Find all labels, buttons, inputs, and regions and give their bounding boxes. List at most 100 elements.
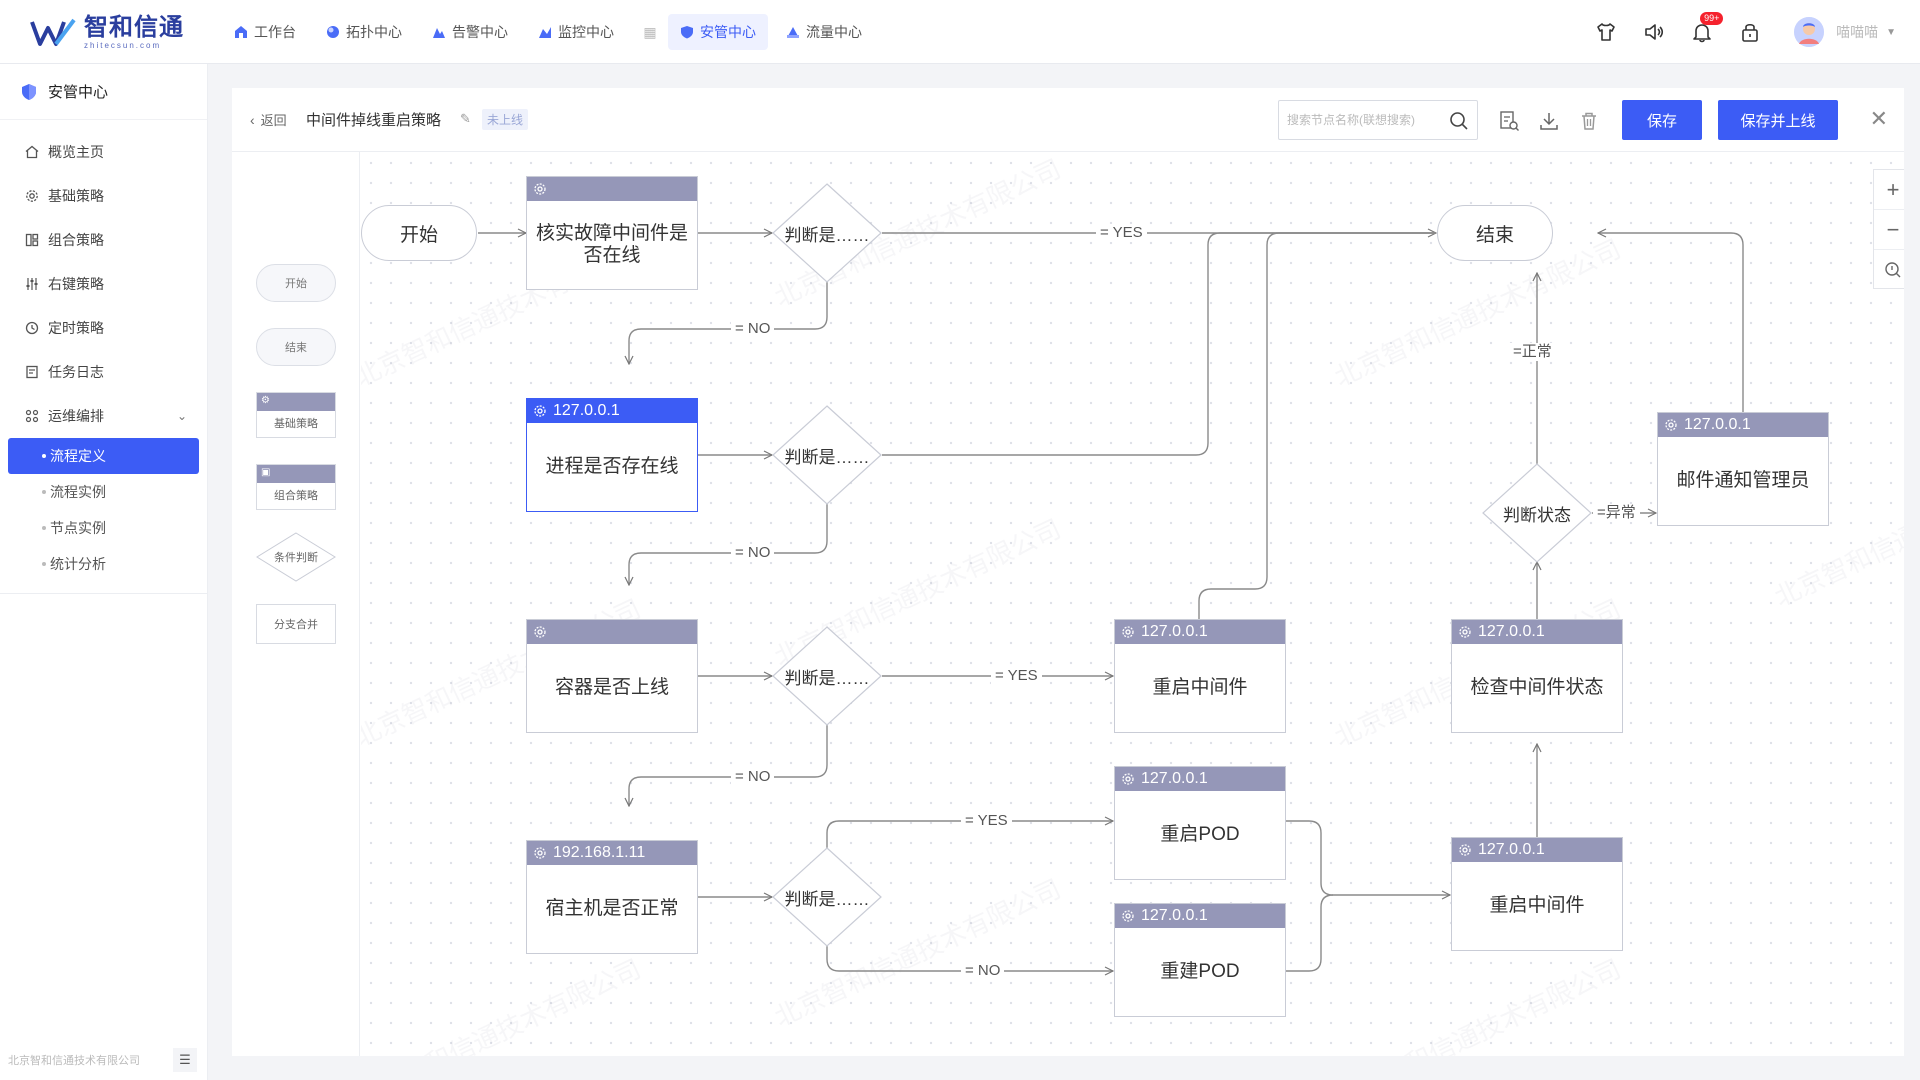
save-publish-button[interactable]: 保存并上线 (1718, 100, 1838, 140)
sidebar-item-label: 基础策略 (48, 188, 104, 204)
notification-badge: 99+ (1700, 12, 1724, 25)
flow-decision-3[interactable]: 判断是…… (772, 626, 882, 726)
search-icon[interactable] (1449, 111, 1469, 136)
flow-node-rebuild-pod[interactable]: 127.0.0.1 重建POD (1114, 903, 1286, 1017)
flow-node-check-middleware[interactable]: 127.0.0.1 检查中间件状态 (1451, 619, 1623, 733)
sidebar-subitem-flow-definition[interactable]: 流程定义 (8, 438, 199, 474)
back-button[interactable]: ‹ 返回 (250, 110, 287, 129)
sidebar-subitem-node-instance[interactable]: 节点实例 (8, 510, 199, 546)
palette-basic-strategy[interactable]: ⚙ 基础策略 (256, 392, 336, 438)
sidebar-item-orchestration[interactable]: 运维编排 ⌄ (0, 394, 207, 438)
sidebar-item-overview[interactable]: 概览主页 (0, 130, 207, 174)
flow-node-verify-middleware[interactable]: 核实故障中间件是否在线 (526, 176, 698, 290)
node-ip: 192.168.1.11 (553, 844, 646, 861)
flow-node-host-normal[interactable]: 192.168.1.11 宿主机是否正常 (526, 840, 698, 954)
palette-end-node[interactable]: 结束 (256, 328, 336, 366)
flow-node-restart-middleware-2[interactable]: 127.0.0.1 重启中间件 (1451, 837, 1623, 951)
sidebar-subitem-label: 统计分析 (50, 556, 106, 572)
sidebar-item-rightkey-strategy[interactable]: 右键策略 (0, 262, 207, 306)
edit-icon[interactable]: ✎ (460, 111, 471, 126)
bullet-dot (42, 454, 46, 458)
flow-start-node[interactable]: 开始 (361, 205, 477, 261)
sidebar-item-combo-strategy[interactable]: 组合策略 (0, 218, 207, 262)
node-ip: 127.0.0.1 (1478, 841, 1545, 858)
flow-end-node[interactable]: 结束 (1437, 205, 1553, 261)
sidebar-collapse-button[interactable]: ☰ (173, 1048, 197, 1072)
lock-icon[interactable] (1738, 20, 1762, 44)
zoom-out-button[interactable]: − (1874, 210, 1904, 250)
node-label: 重建POD (1160, 961, 1240, 982)
nav-security[interactable]: 安管中心 (668, 14, 768, 50)
sidebar-item-timed-strategy[interactable]: 定时策略 (0, 306, 207, 350)
flow-decision-2[interactable]: 判断是…… (772, 405, 882, 505)
status-badge: 未上线 (482, 109, 529, 130)
node-ip: 127.0.0.1 (1478, 623, 1545, 640)
flow-editor-panel: ‹ 返回 中间件掉线重启策略 ✎ 未上线 保存 保存并上线 ✕ (232, 88, 1904, 1056)
nav-label: 拓扑中心 (346, 24, 402, 40)
shirt-icon[interactable] (1594, 20, 1618, 44)
flow-node-process-online[interactable]: 127.0.0.1 进程是否存在线 (526, 398, 698, 512)
nav-label: 工作台 (254, 24, 296, 40)
zoom-reset-icon (1885, 262, 1901, 278)
bell-icon[interactable]: 99+ (1690, 12, 1724, 44)
palette-condition[interactable]: 条件判断 (256, 532, 336, 582)
flow-node-container-online[interactable]: 容器是否上线 (526, 619, 698, 733)
sidebar-item-label: 组合策略 (48, 232, 104, 248)
plus-icon: + (1886, 176, 1900, 202)
decision-label: 判断状态 (1503, 505, 1571, 525)
node-label: 重启POD (1160, 824, 1240, 845)
node-palette: 开始 结束 ⚙ 基础策略 ▣ 组合策略 条件判断 分支合并 (232, 152, 360, 1056)
trash-icon[interactable] (1578, 110, 1600, 132)
save-button[interactable]: 保存 (1622, 100, 1702, 140)
speaker-icon[interactable] (1642, 20, 1666, 44)
gear-icon (534, 847, 546, 859)
edge-label-d5-normal: =正常 (1509, 343, 1556, 361)
gear-icon (534, 626, 546, 638)
nav-topology[interactable]: 拓扑中心 (314, 14, 414, 50)
node-search (1278, 100, 1478, 140)
flow-decision-4[interactable]: 判断是…… (772, 847, 882, 947)
zoom-in-button[interactable]: + (1874, 170, 1904, 210)
bullet-dot (42, 562, 46, 566)
clock-icon (24, 320, 40, 336)
palette-combo-strategy[interactable]: ▣ 组合策略 (256, 464, 336, 510)
chevron-down-icon: ⌄ (176, 409, 187, 423)
close-icon[interactable]: ✕ (1869, 106, 1888, 131)
flow-decision-status[interactable]: 判断状态 (1482, 463, 1592, 563)
nav-monitor[interactable]: 监控中心 (526, 14, 626, 50)
node-label: 邮件通知管理员 (1676, 470, 1810, 491)
sidebar-item-basic-strategy[interactable]: 基础策略 (0, 174, 207, 218)
apps-grid-icon[interactable]: ▦ (643, 23, 657, 40)
shield-icon (20, 83, 38, 101)
grid-icon (24, 232, 40, 248)
decision-label: 判断是…… (784, 447, 870, 467)
edge-label-d4-no: = NO (961, 962, 1005, 980)
sidebar-item-label: 任务日志 (48, 364, 104, 380)
flow-node-email-admin[interactable]: 127.0.0.1 邮件通知管理员 (1657, 412, 1829, 526)
search-input[interactable] (1287, 113, 1447, 127)
user-menu[interactable]: 喵喵喵 ▼ (1794, 17, 1896, 47)
palette-merge[interactable]: 分支合并 (256, 604, 336, 644)
bullet-dot (42, 526, 46, 530)
nav-alarm[interactable]: 告警中心 (420, 14, 520, 50)
gear-icon (1122, 773, 1134, 785)
flow-node-restart-pod[interactable]: 127.0.0.1 重启POD (1114, 766, 1286, 880)
node-label: 检查中间件状态 (1470, 677, 1604, 698)
home-icon (234, 25, 248, 39)
palette-start-node[interactable]: 开始 (256, 264, 336, 302)
log-search-icon[interactable] (1498, 110, 1520, 132)
sidebar-subitem-flow-instance[interactable]: 流程实例 (8, 474, 199, 510)
sidebar-subitem-statistics[interactable]: 统计分析 (8, 546, 199, 582)
flow-node-restart-middleware[interactable]: 127.0.0.1 重启中间件 (1114, 619, 1286, 733)
nav-workbench[interactable]: 工作台 (222, 14, 308, 50)
flow-decision-1[interactable]: 判断是…… (772, 183, 882, 283)
app-logo[interactable]: 智和信通 zhitecsun.com (30, 12, 184, 52)
gear-icon: ⚙ (261, 395, 270, 406)
sidebar-item-task-log[interactable]: 任务日志 (0, 350, 207, 394)
zoom-fit-button[interactable] (1874, 250, 1904, 290)
avatar (1794, 17, 1825, 47)
flow-canvas[interactable]: 北京智和信通技术有限公司 北京智和信通技术有限公司 北京智和信通技术有限公司 北… (361, 153, 1904, 1056)
download-icon[interactable] (1538, 110, 1560, 132)
nav-traffic[interactable]: 流量中心 (774, 14, 874, 50)
nav-label: 监控中心 (558, 24, 614, 40)
